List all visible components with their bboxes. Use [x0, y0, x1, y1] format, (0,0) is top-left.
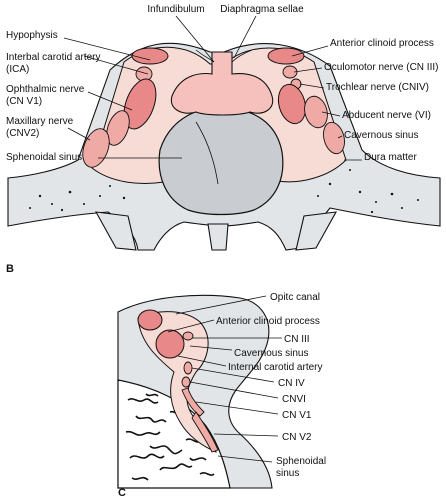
label-cn6-c: CNVI [282, 394, 306, 405]
ica-c [155, 329, 185, 359]
label-anterior-clinoid-b: Anterior clinoid process [330, 38, 434, 49]
label-optic-canal: Opitc canal [270, 292, 320, 303]
label-oculomotor: Oculomotor nerve (CN III) [324, 62, 438, 73]
label-cn3-c: CN III [284, 334, 310, 345]
label-ica-c: Internal carotid artery [228, 362, 323, 373]
panel-label-b: B [6, 263, 14, 275]
sinus-trabecular-pattern [125, 393, 215, 481]
ica-right [277, 83, 307, 125]
label-ophthalmic-line1: Ophthalmic nerve [6, 84, 85, 95]
label-maxillary-line1: Maxillary nerve [6, 116, 74, 127]
abducent-right [304, 95, 328, 129]
oculomotor-right [282, 65, 298, 79]
panel-b: Infundibulum Diaphragma sellae Hypophysi… [6, 4, 441, 275]
label-ophthalmic-line2: (CN V1) [6, 96, 42, 107]
bone-speckle-b [29, 169, 419, 214]
label-diaphragma-sellae: Diaphragma sellae [220, 4, 304, 15]
label-ica-line2: (ICA) [6, 64, 29, 75]
label-cnv2-c: CN V2 [282, 432, 312, 443]
cnv1-c [181, 387, 205, 417]
optic-canal-c [137, 309, 163, 331]
label-dura: Dura matter [364, 152, 417, 163]
label-hypophysis: Hypophysis [6, 30, 58, 41]
label-maxillary-line2: (CNV2) [6, 128, 39, 139]
label-cavernous-b: Cavernous sinus [344, 130, 418, 141]
ophthalmic-left [106, 110, 130, 146]
label-trochlear: Trochlear nerve (CNIV) [326, 82, 429, 93]
ica-right-top [267, 47, 305, 65]
label-ica-line1: Interbal carotid artery [6, 52, 101, 63]
label-abducent: Abducent nerve (VI) [342, 110, 431, 121]
label-cavernous-c: Cavernous sinus [234, 348, 308, 359]
bone-strut-mid [207, 223, 229, 251]
cn4-c [183, 361, 193, 375]
label-maxillary: Maxillary nerve (CNV2) [6, 116, 76, 139]
hypophysis-shape [170, 51, 274, 116]
sphenoidal-sinus-c [117, 379, 231, 489]
cavernous-right [323, 121, 345, 155]
cn3-c [182, 331, 194, 341]
sphenoidal-sinus-b [158, 107, 284, 216]
sinus-septum [195, 121, 219, 185]
label-ica: Interbal carotid artery (ICA) [6, 52, 103, 75]
label-sphenoidal-c-line2: sinus [276, 468, 299, 479]
panel-label-c: C [118, 487, 126, 499]
ica-left [123, 78, 157, 130]
cn6-c [181, 376, 191, 388]
cnv2-c [191, 411, 219, 453]
label-sphenoidal-c-line1: Sphenoidal [276, 456, 326, 467]
label-ophthalmic: Ophthalmic nerve (CN V1) [6, 84, 87, 107]
label-sphenoidal-sinus-b: Sphenoidal sinus [6, 152, 82, 163]
panel-c: Opitc canal Anterior clinoid process CN … [117, 292, 329, 499]
bone-strut-left [94, 211, 137, 251]
label-infundibulum: Infundibulum [147, 4, 204, 15]
ica-left-top [131, 47, 169, 65]
label-sphenoidal-sinus-c: Sphenoidal sinus [276, 456, 329, 479]
label-cn4-c: CN IV [278, 378, 305, 389]
label-cnv1-c: CN V1 [282, 410, 312, 421]
bone-strut-right [295, 211, 338, 251]
label-anterior-clinoid-c: Anterior clinoid process [216, 316, 320, 327]
